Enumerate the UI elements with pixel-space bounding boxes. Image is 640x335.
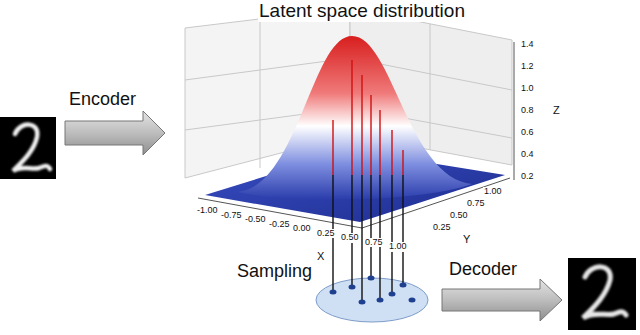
digit-stroke — [583, 267, 626, 318]
sample-lines — [333, 60, 403, 302]
tick-label: 0.2 — [520, 172, 535, 182]
decoder-arrow — [442, 279, 562, 321]
z-axis — [514, 42, 515, 180]
axis-name: X — [316, 250, 325, 262]
stage-label: Sampling — [236, 262, 313, 282]
tick-label: 0.4 — [520, 150, 535, 160]
tick-label: 0.8 — [520, 106, 535, 116]
tick-label: 0.50 — [449, 211, 469, 221]
digit-stroke — [13, 125, 50, 171]
tick-label: 0.75 — [364, 238, 384, 248]
tick-label: -0.75 — [220, 211, 243, 221]
input-image — [0, 117, 56, 179]
sample-dots — [330, 276, 416, 305]
tick-label: 0.6 — [520, 128, 535, 138]
tick-label: 0.50 — [340, 233, 360, 243]
gaussian-surface — [238, 36, 472, 200]
tick-label: -0.50 — [244, 215, 267, 225]
axis-name: Z — [552, 104, 561, 116]
tick-label: 0.25 — [316, 229, 336, 239]
stage-label: Decoder — [448, 260, 518, 280]
tick-label: 1.00 — [483, 187, 503, 197]
tick-label: 1.4 — [520, 40, 535, 50]
tick-label: 1.2 — [520, 62, 535, 72]
axis-name: Y — [462, 233, 471, 245]
tick-label: -1.00 — [196, 206, 219, 216]
stage-label: Encoder — [68, 90, 137, 110]
tick-label: 1.00 — [388, 242, 408, 252]
tick-label: 0.25 — [432, 223, 452, 233]
tick-label: -0.25 — [268, 220, 291, 230]
encoder-arrow — [65, 111, 165, 155]
plot-title: Latent space distribution — [258, 1, 466, 22]
tick-label: 0.00 — [292, 224, 312, 234]
tick-label: 1.0 — [520, 84, 535, 94]
output-image — [568, 258, 636, 330]
tick-label: 0.75 — [466, 199, 486, 209]
